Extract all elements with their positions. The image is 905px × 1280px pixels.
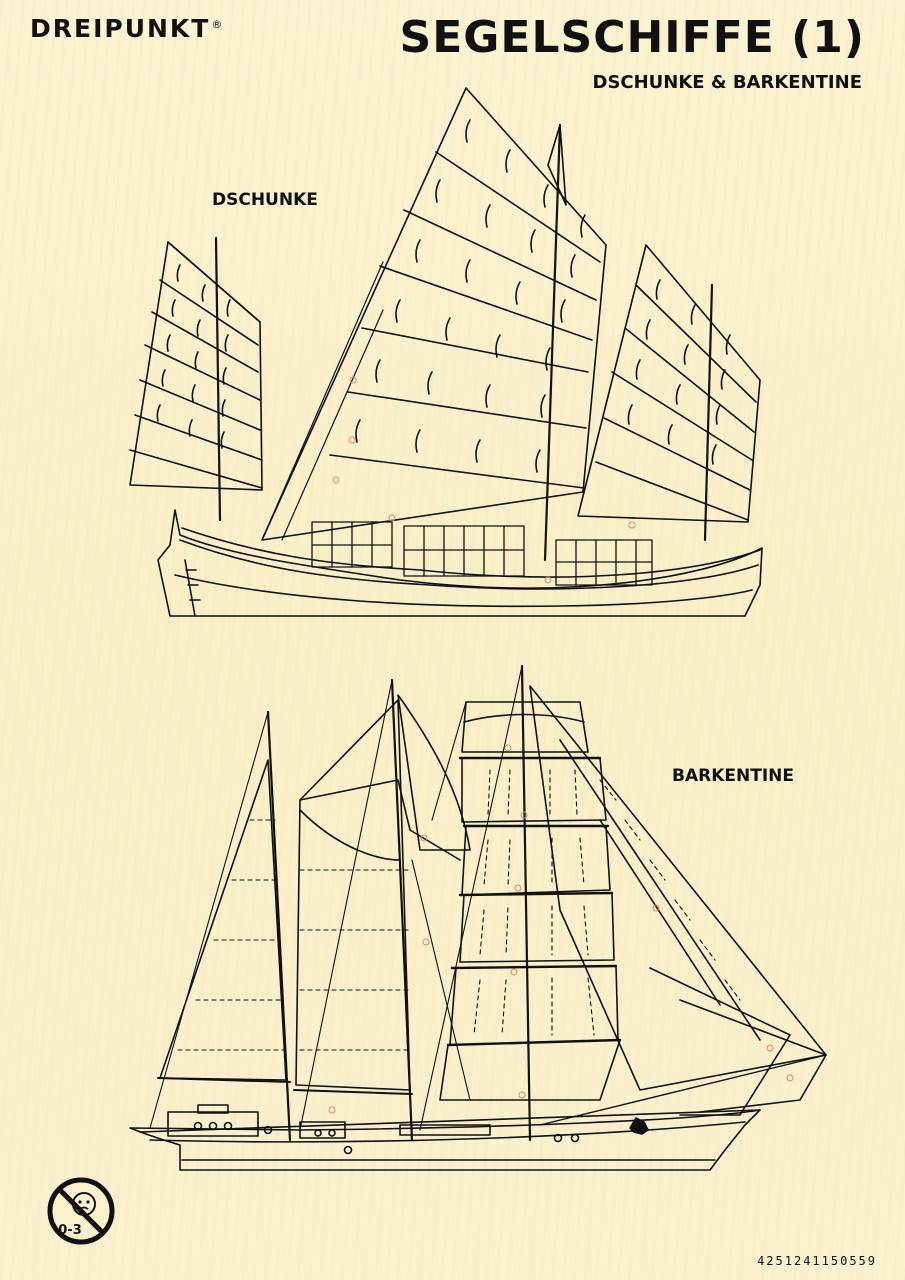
barkentine-pins	[328, 744, 794, 1114]
junk-sail-left	[129, 241, 263, 491]
junk-drawing	[129, 87, 763, 617]
barkentine-sail-mid	[293, 694, 471, 1095]
age-range-text: 0-3	[58, 1223, 82, 1238]
junk-hull	[157, 509, 763, 617]
junk-pins	[332, 376, 636, 584]
barkentine-hull	[129, 1104, 761, 1171]
junk-sail-main	[261, 87, 607, 541]
barkentine-jibs	[529, 685, 827, 1126]
registered-mark: ®	[211, 17, 225, 31]
barcode-number: 4251241150559	[757, 1254, 877, 1268]
barkentine-rigging	[149, 665, 523, 1131]
barkentine-sail-aft	[157, 759, 291, 1083]
junk-sail-right	[577, 244, 761, 523]
page-subtitle: DSCHUNKE & BARKENTINE	[592, 72, 863, 93]
barkentine-drawing	[129, 376, 827, 1171]
brand-name: DREIPUNKT	[30, 14, 211, 43]
not-for-children-0-3-icon: 0-3	[47, 1177, 115, 1245]
page-title: SEGELSCHIFFE (1)	[399, 12, 865, 63]
barkentine-square-sails	[439, 701, 622, 1101]
junk-label: DSCHUNKE	[212, 190, 318, 210]
brand-logo: DREIPUNKT®	[30, 14, 224, 43]
barkentine-label: BARKENTINE	[672, 766, 794, 786]
junk-topsail	[547, 124, 567, 206]
